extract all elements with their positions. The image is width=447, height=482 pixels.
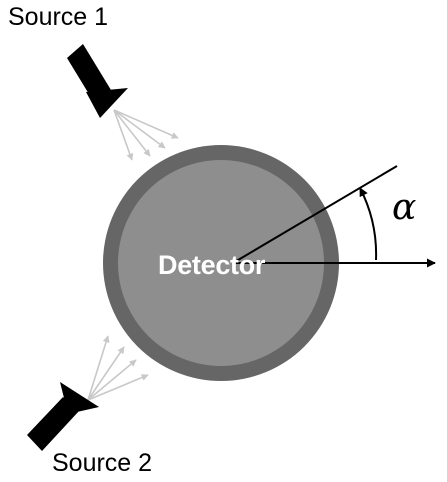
angle-alpha-label: α xyxy=(392,187,417,228)
detector-body xyxy=(118,160,324,366)
source1-label: Source 1 xyxy=(8,3,109,31)
angle-arc xyxy=(359,187,378,261)
source2-label: Source 2 xyxy=(52,449,153,477)
source1-emission-arrows xyxy=(113,109,179,161)
source2-emission-arrows xyxy=(87,335,149,401)
detector-label: Detector xyxy=(158,250,266,280)
source1-emitter xyxy=(67,44,128,118)
detector xyxy=(103,145,339,381)
direction-line xyxy=(232,165,398,264)
source2-emitter xyxy=(27,382,99,451)
